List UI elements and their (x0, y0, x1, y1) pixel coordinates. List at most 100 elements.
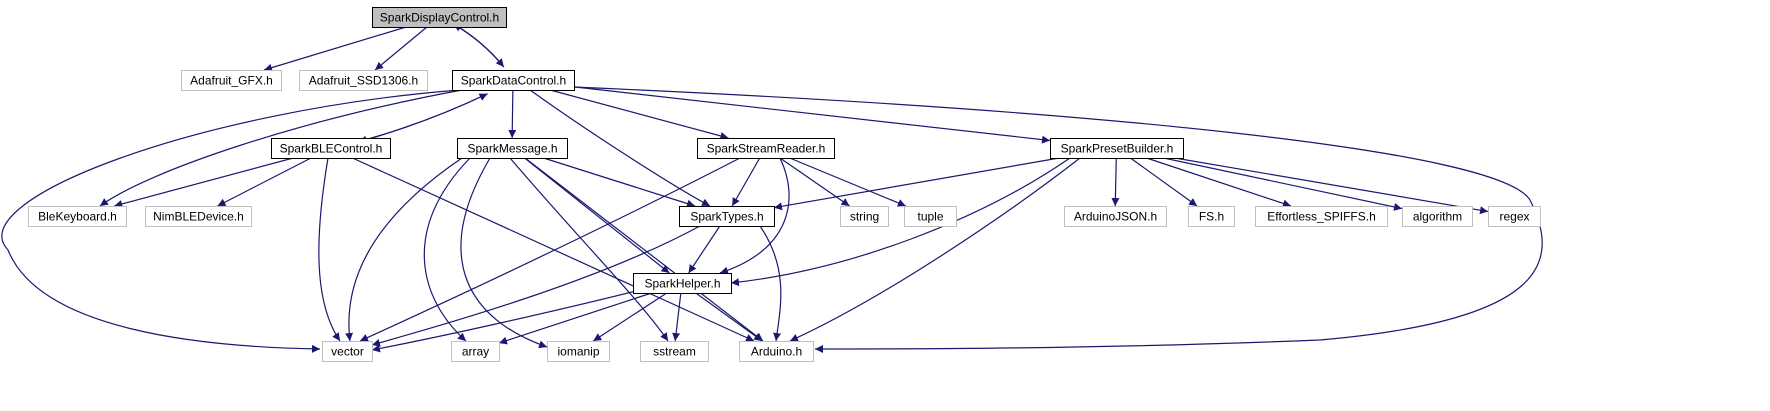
edge-helper-to-array (498, 292, 652, 345)
node-box-msg (457, 138, 568, 159)
edge-types-to-vector (371, 225, 701, 347)
node-box-display (372, 7, 507, 28)
node-ble[interactable]: SparkBLEControl.h (271, 138, 391, 159)
node-label-array: array (462, 345, 489, 359)
edge-types-to-helper (688, 225, 721, 274)
node-label-ble: SparkBLEControl.h (280, 142, 383, 156)
edge-stream-to-helper (719, 157, 790, 275)
node-label-vector: vector (331, 345, 364, 359)
edge-helper-to-arduino (695, 292, 763, 342)
node-label-display: SparkDisplayControl.h (380, 11, 499, 25)
node-vector: vector (322, 341, 373, 362)
node-box-ajson (1064, 206, 1167, 227)
node-box-fs (1188, 206, 1235, 227)
edge-data-to-types (529, 89, 711, 207)
edge-ble-to-vector (318, 157, 341, 342)
edge-ble-to-data (358, 93, 488, 143)
node-iomanip: iomanip (547, 341, 610, 362)
node-nimble: NimBLEDevice.h (145, 206, 252, 227)
edge-helper-to-vector (371, 289, 641, 353)
edge-data-to-arduino (573, 86, 1543, 353)
node-box-string (840, 206, 889, 227)
node-box-regex (1488, 206, 1541, 227)
node-box-array (451, 341, 500, 362)
edge-stream-to-string (779, 157, 850, 207)
edge-msg-to-helper (524, 157, 670, 274)
node-msg[interactable]: SparkMessage.h (457, 138, 568, 159)
node-ajson: ArduinoJSON.h (1064, 206, 1167, 227)
node-box-ssd (299, 70, 428, 91)
edge-stream-to-tuple (789, 157, 907, 207)
node-box-ble (271, 138, 391, 159)
node-label-regex: regex (1499, 210, 1529, 224)
edge-ble-to-arduino (352, 157, 755, 342)
edge-stream-to-vector (359, 157, 741, 342)
node-tuple: tuple (904, 206, 957, 227)
node-box-gfx (181, 70, 282, 91)
node-label-preset: SparkPresetBuilder.h (1061, 142, 1174, 156)
node-box-spiffs (1255, 206, 1388, 227)
node-data[interactable]: SparkDataControl.h (452, 70, 575, 91)
edge-display-to-ssd (374, 26, 428, 71)
edges-layer (1, 23, 1543, 353)
edge-display-to-data (453, 23, 505, 68)
edge-data-to-display (453, 23, 505, 68)
node-box-arduino (739, 341, 814, 362)
node-box-stream (697, 138, 835, 159)
node-algo: algorithm (1402, 206, 1473, 227)
edge-data-to-stream (549, 89, 729, 140)
edge-preset-to-regex (1174, 157, 1489, 215)
edge-display-to-gfx (263, 26, 407, 72)
node-label-data: SparkDataControl.h (461, 74, 566, 88)
edge-ble-to-blekb (114, 157, 294, 208)
node-label-gfx: Adafruit_GFX.h (190, 74, 273, 88)
edge-preset-to-fs (1130, 157, 1198, 207)
edge-msg-to-iomanip (460, 157, 548, 349)
node-arduino: Arduino.h (739, 341, 814, 362)
node-label-ajson: ArduinoJSON.h (1074, 210, 1157, 224)
node-box-types (679, 206, 775, 227)
node-label-sstream: sstream (653, 345, 696, 359)
edge-msg-to-sstream (509, 157, 669, 342)
edge-msg-to-types (543, 157, 696, 208)
node-array: array (451, 341, 500, 362)
node-gfx: Adafruit_GFX.h (181, 70, 282, 91)
edge-preset-to-algo (1163, 157, 1403, 211)
node-box-vector (322, 341, 373, 362)
node-types[interactable]: SparkTypes.h (679, 206, 775, 227)
node-label-algo: algorithm (1413, 210, 1462, 224)
node-label-stream: SparkStreamReader.h (707, 142, 826, 156)
node-fs: FS.h (1188, 206, 1235, 227)
edge-types-to-arduino (759, 225, 782, 342)
node-helper[interactable]: SparkHelper.h (633, 273, 732, 294)
node-box-sstream (640, 341, 709, 362)
edge-preset-to-spiffs (1146, 157, 1292, 208)
node-box-blekb (28, 206, 127, 227)
node-label-ssd: Adafruit_SSD1306.h (309, 74, 418, 88)
edge-data-to-blekb (99, 89, 463, 207)
node-label-spiffs: Effortless_SPIFFS.h (1267, 210, 1376, 224)
edge-msg-to-array (423, 157, 471, 342)
node-ssd: Adafruit_SSD1306.h (299, 70, 428, 91)
edge-ble-to-nimble (217, 157, 312, 207)
edge-data-to-msg (508, 89, 517, 139)
node-label-iomanip: iomanip (557, 345, 599, 359)
node-label-fs: FS.h (1199, 210, 1224, 224)
edge-helper-to-sstream (672, 292, 682, 342)
node-preset[interactable]: SparkPresetBuilder.h (1050, 138, 1184, 159)
node-box-preset (1050, 138, 1184, 159)
node-label-nimble: NimBLEDevice.h (153, 210, 244, 224)
edge-msg-to-vector (345, 157, 463, 342)
node-display[interactable]: SparkDisplayControl.h (372, 7, 507, 28)
node-label-arduino: Arduino.h (751, 345, 802, 359)
node-stream[interactable]: SparkStreamReader.h (697, 138, 835, 159)
node-label-blekb: BleKeyboard.h (38, 210, 117, 224)
edge-msg-to-arduino (524, 157, 764, 342)
node-box-nimble (145, 206, 252, 227)
node-label-helper: SparkHelper.h (644, 277, 720, 291)
node-blekb: BleKeyboard.h (28, 206, 127, 227)
node-box-algo (1402, 206, 1473, 227)
edge-data-to-preset (573, 86, 1051, 144)
